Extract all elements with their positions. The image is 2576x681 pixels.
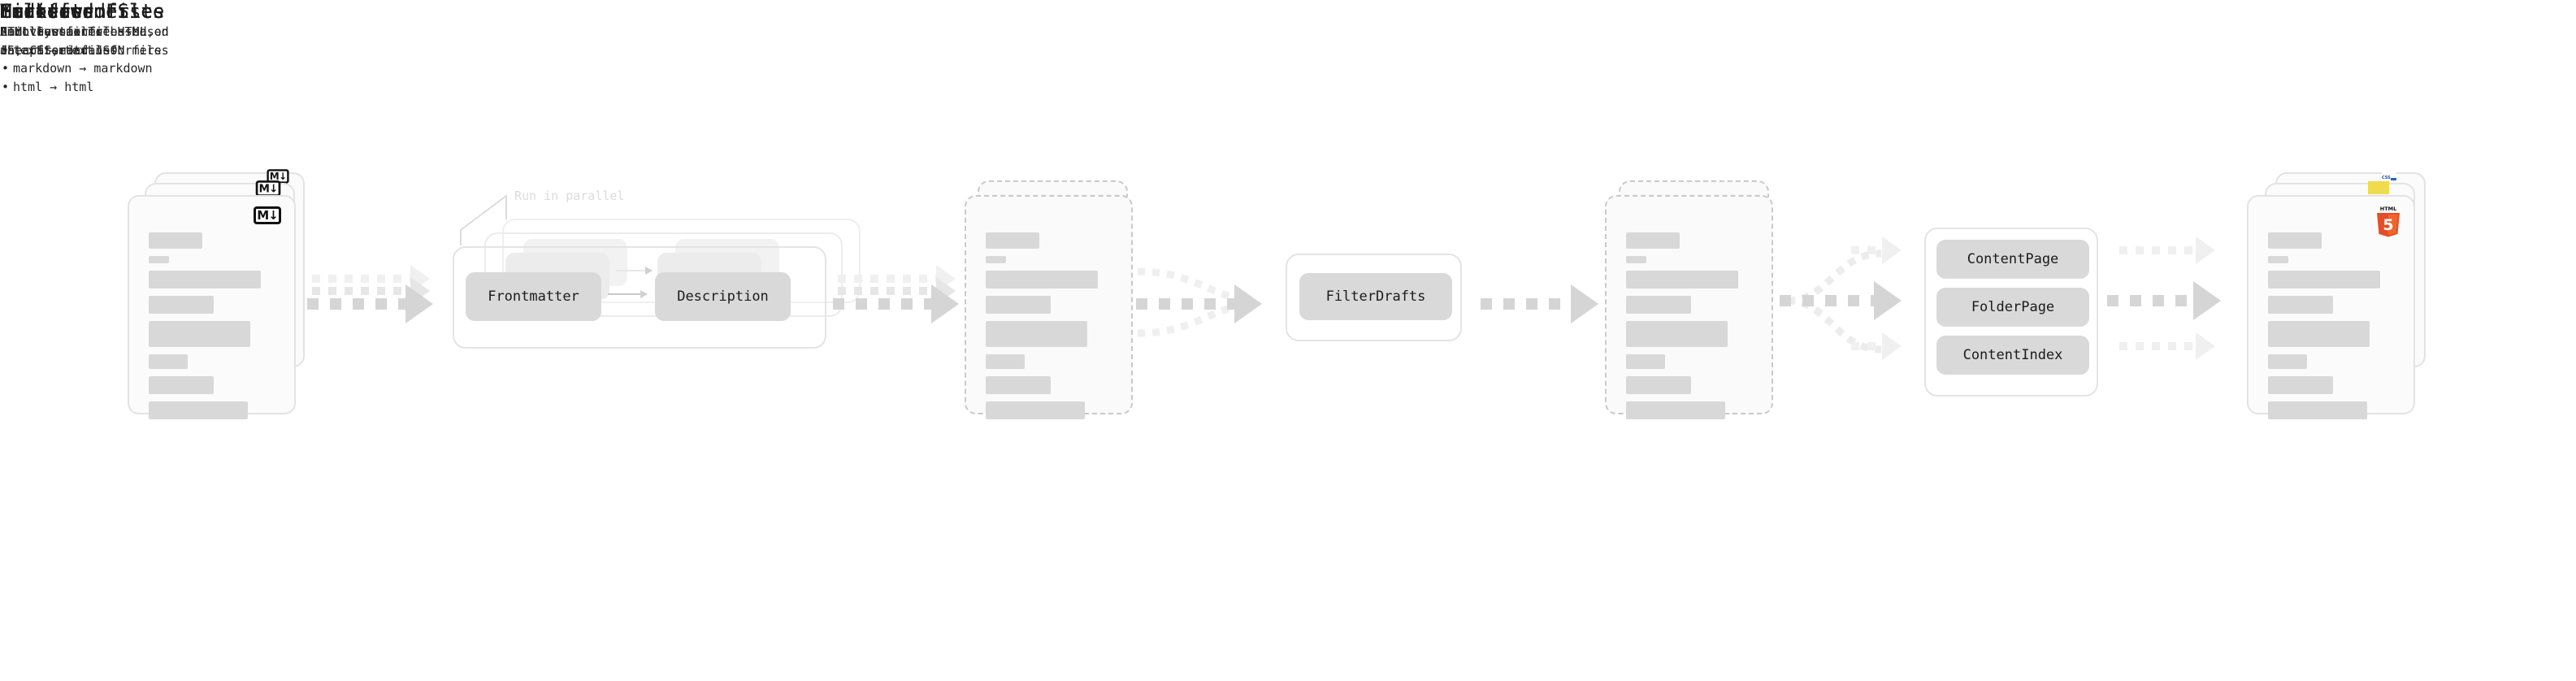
- page-title: Filters: [0, 0, 83, 23]
- stage-filters: FilterDrafts Filters Remove some files b…: [0, 0, 1462, 341]
- pill-filterdrafts[interactable]: FilterDrafts: [1299, 273, 1452, 320]
- card-placeholder-lines: [1626, 232, 1757, 427]
- html5-wordmark: HTML: [2380, 206, 2396, 212]
- transformers-subtitle: Can transform:: [0, 24, 103, 39]
- page-title: Transformers: [0, 0, 141, 23]
- emitters-panel: ContentPage FolderPage ContentIndex: [1924, 228, 2098, 397]
- pill-contentpage[interactable]: ContentPage: [1936, 240, 2089, 279]
- transformer-panel-front: Frontmatter Description: [453, 246, 826, 349]
- filtered-card-front: [1605, 195, 1773, 419]
- js-icon: [2368, 181, 2389, 194]
- run-in-parallel-label: Run in parallel: [514, 189, 625, 203]
- pill-folderpage[interactable]: FolderPage: [1936, 288, 2089, 327]
- emitters-subtitle: Emit new files based on the parsed files: [0, 24, 169, 58]
- page-title: Filtered files: [0, 0, 165, 23]
- site-card-front: HTML 5: [2247, 195, 2415, 419]
- pill-label: ContentPage: [1967, 251, 2059, 267]
- filters-panel: FilterDrafts: [1286, 254, 1462, 341]
- markdown-card-front: M↓: [128, 195, 296, 419]
- markdown-icon: M↓: [255, 180, 281, 197]
- pill-label: ContentIndex: [1962, 347, 2063, 363]
- transformer-inner-arrow: [608, 290, 648, 298]
- markdown-icon: M↓: [267, 169, 289, 184]
- stage-generated-site: CSS HTML 5 Generated: [0, 0, 2426, 419]
- list-item: text → text: [0, 41, 153, 60]
- pill-label: Description: [677, 288, 769, 305]
- card-placeholder-lines: [149, 232, 280, 427]
- stage-transformers: Run in parallel Frontmatter Description …: [0, 0, 861, 349]
- run-in-parallel-bracket: [460, 194, 507, 245]
- html5-number: 5: [2383, 216, 2393, 234]
- list-item: html → html: [0, 78, 153, 97]
- pill-label: FolderPage: [1971, 299, 2055, 315]
- list-item: markdown → markdown: [0, 59, 153, 78]
- page-title: Emitters: [0, 0, 94, 23]
- page-title: Markdown Files: [0, 0, 165, 23]
- card-placeholder-lines: [986, 232, 1117, 427]
- stage-modified-files: Modified files HTML Syntax Tree + data f…: [0, 0, 1133, 419]
- modified-files-subtitle: HTML Syntax Tree + data from transformer…: [0, 24, 162, 58]
- filters-subtitle: Remove some files based on criteria: [0, 24, 169, 58]
- markdown-icon: M↓: [254, 206, 281, 224]
- card-placeholder-lines: [2268, 232, 2399, 427]
- transformers-bullets: text → text markdown → markdown html → h…: [0, 41, 153, 97]
- page-title: Generated Site: [0, 0, 165, 23]
- html5-icon: HTML 5: [2377, 206, 2400, 237]
- css-icon: CSS: [2382, 171, 2396, 180]
- pill-frontmatter[interactable]: Frontmatter: [466, 272, 601, 321]
- pill-contentindex[interactable]: ContentIndex: [1936, 336, 2089, 375]
- pill-description[interactable]: Description: [655, 272, 791, 321]
- stage-emitters: ContentPage FolderPage ContentIndex Emit…: [0, 0, 2098, 397]
- generated-site-subtitle: A collection of HTML, JS, CSS, and JSON …: [0, 24, 169, 58]
- pill-label: FilterDrafts: [1325, 288, 1426, 305]
- pill-label: Frontmatter: [488, 288, 579, 305]
- stage-filtered-files: Filtered files: [0, 0, 1773, 419]
- page-title: Modified files: [0, 0, 165, 23]
- stage-markdown-files: M↓ M↓ M↓ Markdown Files: [0, 0, 305, 419]
- modified-card-front: [965, 195, 1133, 419]
